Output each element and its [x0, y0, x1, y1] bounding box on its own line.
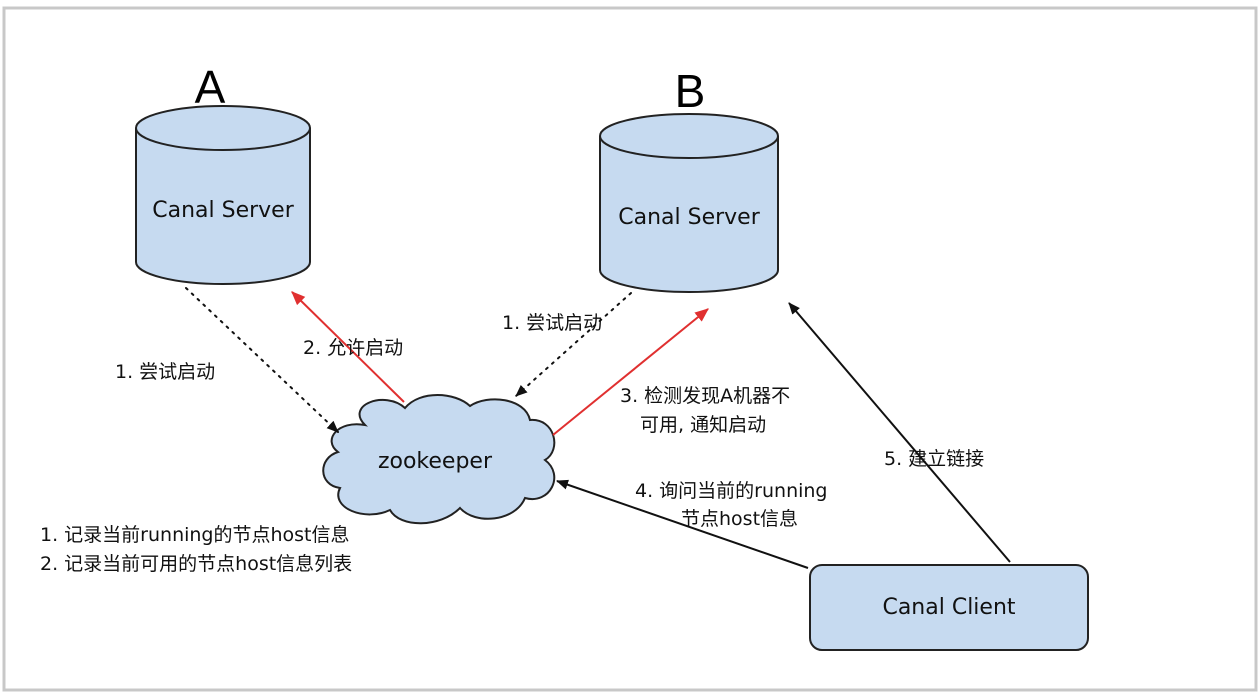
zookeeper-note-1: 1. 记录当前running的节点host信息: [40, 524, 350, 546]
edge-a-try-start: [185, 287, 339, 433]
canal-client-box: [809, 564, 1089, 651]
edge-a-allow-start: [291, 291, 405, 403]
label-connect: 5. 建立链接: [884, 448, 984, 470]
edge-query-running: [556, 479, 809, 569]
server-b-label: Canal Server: [618, 205, 760, 230]
canal-client-label: Canal Client: [882, 595, 1015, 620]
server-a-letter: A: [195, 61, 226, 113]
server-b-letter: B: [675, 65, 706, 117]
label-query-running-1: 4. 询问当前的running: [635, 480, 828, 502]
zookeeper-note-2: 2. 记录当前可用的节点host信息列表: [40, 553, 352, 575]
server-b-cylinder: [599, 113, 779, 293]
label-a-allow-start: 2. 允许启动: [303, 337, 403, 359]
server-a-cylinder: [135, 105, 311, 285]
edge-b-try-start: [515, 292, 632, 397]
label-detect-notify-1: 3. 检测发现A机器不: [620, 385, 790, 407]
label-query-running-2: 节点host信息: [681, 508, 798, 530]
label-a-try-start: 1. 尝试启动: [115, 361, 215, 383]
label-detect-notify-2: 可用, 通知启动: [640, 414, 766, 436]
server-a-label: Canal Server: [152, 198, 294, 223]
zookeeper-cloud: [322, 394, 556, 525]
edge-connect: [788, 302, 1011, 563]
label-b-try-start: 1. 尝试启动: [502, 312, 602, 334]
edge-detect-notify: [552, 308, 709, 436]
zookeeper-label: zookeeper: [378, 449, 493, 474]
